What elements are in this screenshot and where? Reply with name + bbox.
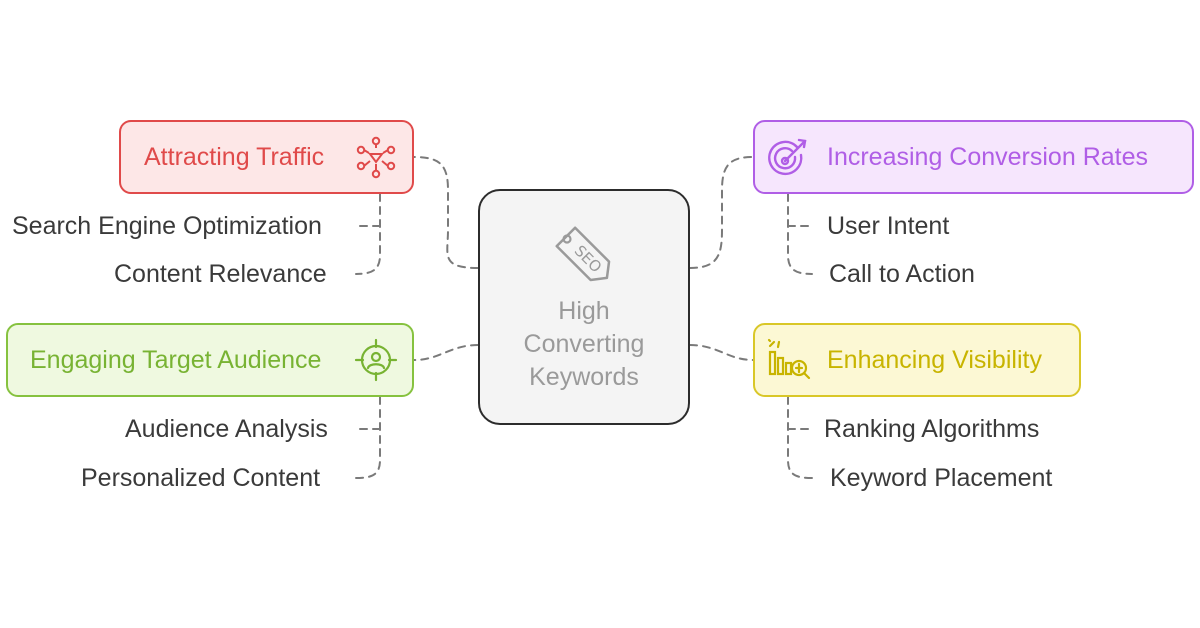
connector-center-conversion xyxy=(689,156,754,269)
chart-search-icon xyxy=(767,338,811,380)
connector-traffic-items xyxy=(355,193,381,275)
connector-visibility-items xyxy=(787,396,813,479)
branch-title: Attracting Traffic xyxy=(144,142,325,171)
branch-attracting-traffic: Attracting Traffic xyxy=(119,120,414,194)
leaf-keyword-placement: Keyword Placement xyxy=(830,464,1053,492)
user-target-icon xyxy=(354,338,398,382)
central-topic-title: High Converting Keywords xyxy=(523,297,645,391)
leaf-user-intent: User Intent xyxy=(827,212,950,240)
branch-increasing-conversion-rates: Increasing Conversion Rates xyxy=(753,120,1194,194)
branch-enhancing-visibility: Enhancing Visibility xyxy=(753,323,1081,397)
target-arrow-icon xyxy=(768,138,807,176)
leaf-search-engine-optimization: Search Engine Optimization xyxy=(12,212,322,240)
connector-center-traffic xyxy=(413,156,479,269)
leaf-call-to-action: Call to Action xyxy=(829,260,975,288)
connector-center-audience xyxy=(413,344,479,361)
branch-title: Enhancing Visibility xyxy=(827,345,1042,374)
network-nodes-icon xyxy=(356,136,396,179)
leaf-personalized-content: Personalized Content xyxy=(81,464,321,492)
connector-audience-items xyxy=(355,396,381,479)
branch-title: Engaging Target Audience xyxy=(30,345,322,374)
connector-conversion-items xyxy=(787,193,813,275)
central-topic: SEO High Converting Keywords xyxy=(478,189,690,425)
branch-engaging-target-audience: Engaging Target Audience xyxy=(6,323,414,397)
leaf-audience-analysis: Audience Analysis xyxy=(125,415,328,443)
leaf-ranking-algorithms: Ranking Algorithms xyxy=(824,415,1040,443)
branch-title: Increasing Conversion Rates xyxy=(827,142,1148,171)
leaf-content-relevance: Content Relevance xyxy=(114,260,327,288)
seo-tag-icon: SEO xyxy=(555,226,611,282)
svg-text:SEO: SEO xyxy=(571,242,606,277)
connector-center-visibility xyxy=(689,344,754,361)
